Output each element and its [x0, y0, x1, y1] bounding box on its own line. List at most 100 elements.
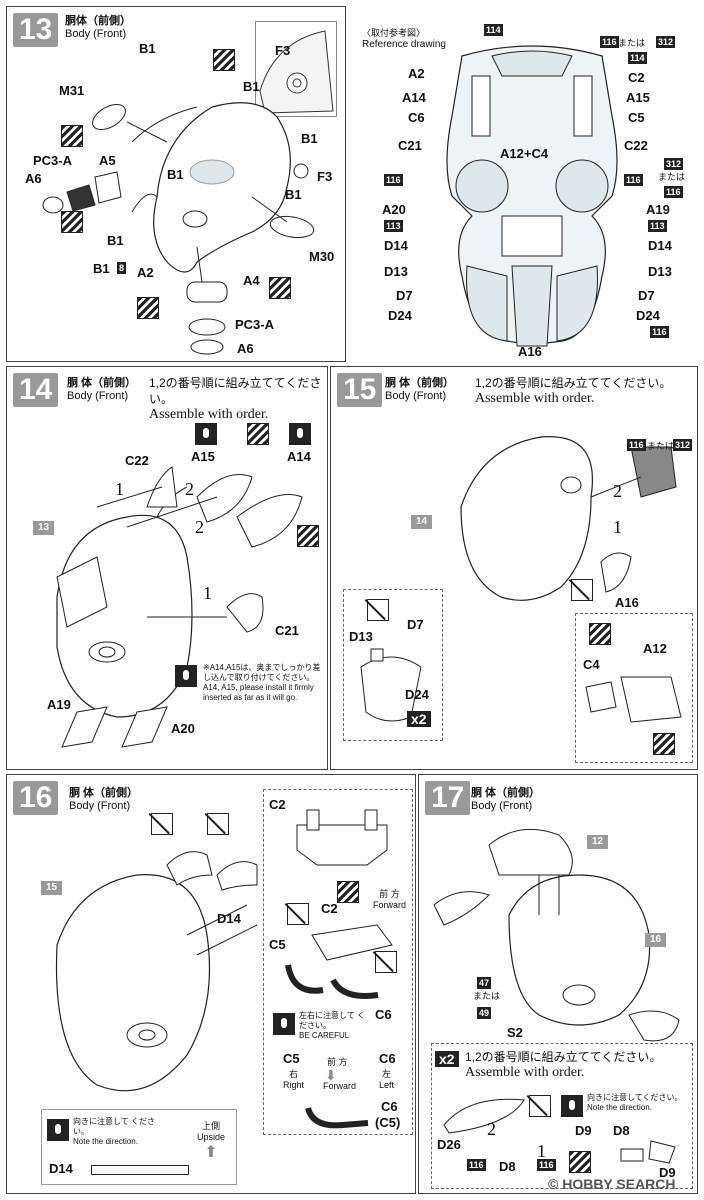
inset-detail [255, 21, 337, 117]
part-label: C21 [398, 138, 422, 153]
inset-part-drawing [259, 30, 334, 114]
part-label: A12+C4 [500, 146, 549, 161]
step-number: 13 [13, 13, 59, 47]
part-label: A6 [25, 171, 42, 186]
part-label: A16 [615, 595, 639, 610]
step-17-panel: 17 胴 体（前側） Body (Front) 12 16 47 または 49 … [418, 774, 698, 1194]
parts-badge: 312 [673, 439, 693, 451]
step-13-panel: 13 胴体（前側） Body (Front) F3 B1 M31 B1 B1 P… [6, 6, 346, 362]
parts-badge: 114 [484, 24, 503, 36]
part-label: A4 [243, 273, 260, 288]
body-front-drawing [56, 466, 303, 748]
part-label: C4 [583, 657, 600, 672]
part-label: (C5) [375, 1115, 401, 1130]
part-label: A14 [287, 449, 311, 464]
body-front-drawing [433, 828, 680, 1042]
parts-badge: 116 [627, 439, 646, 451]
order-number: 1 [115, 479, 124, 499]
part-label: C6 [381, 1099, 398, 1114]
part-label: F3 [275, 43, 291, 58]
step-15-panel: 15 胴 体（前側） Body (Front) 1,2の番号順に組み立ててくださ… [330, 366, 698, 770]
caution-note: ※A14,A15は、奥までしっかり差し込んで取り付けてください。 A14, A1… [203, 663, 321, 702]
part-label: C22 [125, 453, 149, 468]
no-glue-icon [287, 903, 309, 925]
d26-drawing [443, 1098, 525, 1134]
part-label: D14 [217, 911, 241, 926]
part-label: F3 [317, 169, 333, 184]
parts-badge: 116 [600, 36, 619, 48]
order-number: 2 [185, 479, 194, 499]
part-label: B1 [167, 167, 184, 182]
parts-badge: 49 [477, 1007, 492, 1019]
part-label: M30 [309, 249, 335, 264]
part-label: D13 [384, 264, 408, 279]
step-number: 17 [425, 781, 471, 815]
sub-assembly-box [431, 1043, 693, 1189]
d8-d9-drawing [620, 1140, 676, 1164]
body-front-drawing [42, 102, 315, 355]
step-title: 胴体（前側） Body (Front) [65, 15, 131, 40]
part-label: C6 [379, 1051, 396, 1066]
part-label: A5 [99, 153, 116, 168]
no-glue-icon [151, 813, 173, 835]
detail-box [263, 789, 413, 1135]
no-glue-icon [571, 579, 593, 601]
part-label: D9 [575, 1123, 592, 1138]
assembly-note: 1,2の番号順に組み立ててください。 Assemble with order. [475, 376, 672, 406]
part-label: D24 [405, 687, 429, 702]
part-label: C5 [628, 110, 645, 125]
glue-icon [337, 881, 359, 903]
d24-drawing [360, 648, 422, 722]
no-glue-icon [529, 1095, 551, 1117]
ref-step-badge: 15 [41, 881, 63, 895]
parts-badge: 312 [664, 158, 684, 170]
part-label: C22 [624, 138, 648, 153]
part-label: C6 [408, 110, 425, 125]
ref-step-badge: 16 [645, 933, 667, 947]
paint-icon [273, 1013, 295, 1035]
quantity-badge: x2 [435, 1051, 459, 1067]
step-number: 14 [13, 373, 59, 407]
c6-drawing [305, 1107, 369, 1129]
part-label: D8 [613, 1123, 630, 1138]
part-label: A15 [191, 449, 215, 464]
parts-badge: 8 [117, 262, 127, 274]
forward-label: 前 方 Forward [373, 889, 407, 910]
part-label: A19 [47, 697, 71, 712]
no-glue-icon [207, 813, 229, 835]
sub-assembly-box [575, 613, 693, 763]
or-text: または [618, 38, 646, 48]
part-label: PC3-A [235, 317, 275, 332]
order-number: 2 [487, 1119, 496, 1139]
or-text: または [658, 172, 686, 182]
order-number: 1 [613, 517, 622, 537]
parts-badge: 114 [628, 52, 647, 64]
order-number: 2 [613, 481, 622, 501]
paint-icon [561, 1095, 583, 1117]
glue-icon [269, 277, 291, 299]
sub-assembly-box [343, 589, 443, 741]
d14-detail-box [41, 1109, 237, 1185]
part-label: D9 [659, 1165, 676, 1180]
paint-icon [47, 1119, 69, 1141]
part-label: A2 [137, 265, 154, 280]
left-label: 左 Left [379, 1069, 395, 1090]
parts-badge: 116 [624, 174, 643, 186]
no-glue-icon [375, 951, 397, 973]
step-number: 15 [337, 373, 383, 407]
part-label: A12 [643, 641, 667, 656]
part-label: C5 [269, 937, 286, 952]
reference-body-drawing [446, 45, 618, 347]
part-label: D7 [638, 288, 655, 303]
c2-drawing [296, 809, 388, 866]
glue-icon [569, 1151, 591, 1173]
parts-badge: 116 [384, 174, 403, 186]
glue-icon [297, 525, 319, 547]
part-label: B1 [243, 79, 260, 94]
part-label: C2 [628, 70, 645, 85]
paint-icon [195, 423, 217, 445]
glue-icon [213, 49, 235, 71]
no-glue-icon [367, 599, 389, 621]
forward-label: Forward [323, 1081, 357, 1091]
part-label: B1 [139, 41, 156, 56]
